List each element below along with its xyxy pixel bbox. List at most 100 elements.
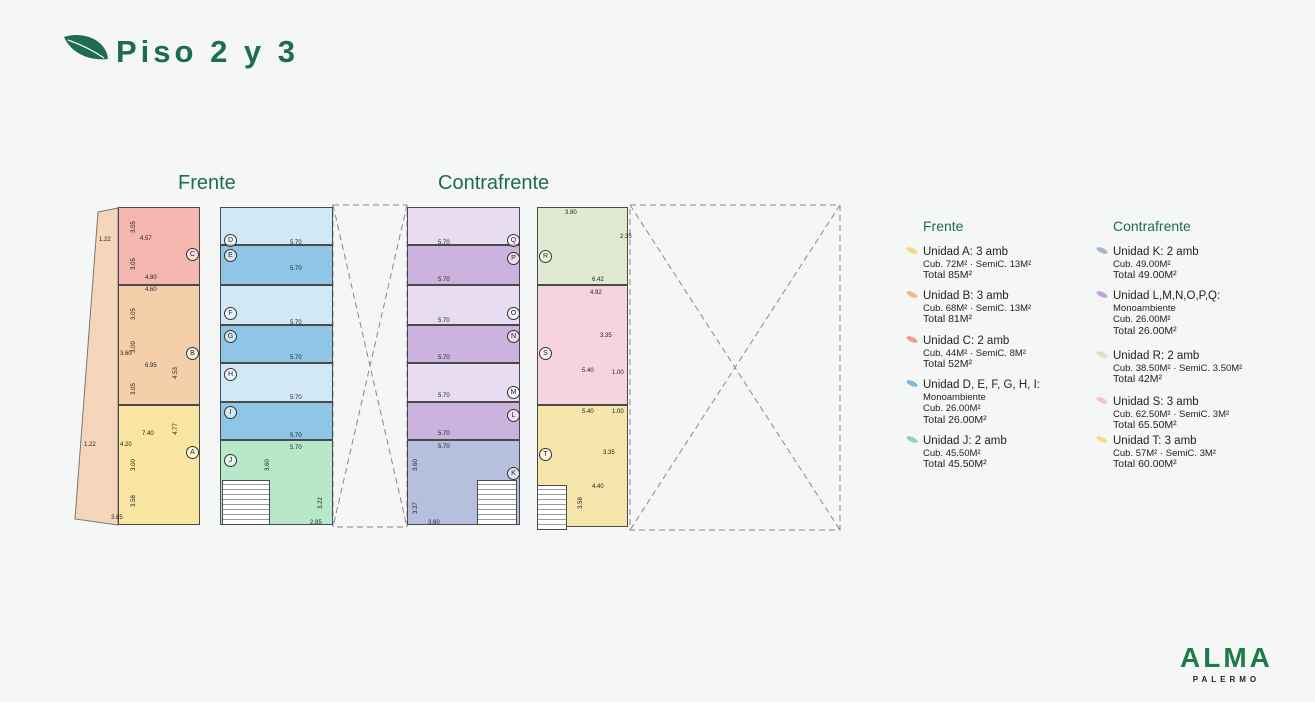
dimension-label: 5.70 bbox=[290, 240, 302, 246]
unit-letter-marker: D bbox=[224, 234, 237, 247]
corridor bbox=[520, 207, 537, 525]
dimension-label: 6.95 bbox=[145, 363, 157, 369]
dimension-label: 4.80 bbox=[145, 275, 157, 281]
dimension-label: 2.35 bbox=[620, 234, 632, 240]
dimension-label: 7.40 bbox=[142, 431, 154, 437]
unit-letter-marker: E bbox=[224, 249, 237, 262]
dimension-label: 5.70 bbox=[438, 393, 450, 399]
dimension-label: 3.60 bbox=[412, 459, 419, 471]
dimension-label: 5.70 bbox=[290, 395, 302, 401]
dimension-label: 5.70 bbox=[438, 318, 450, 324]
unit-area-line: Cub. 38.50M² · SemiC. 3.50M² bbox=[1113, 362, 1243, 374]
legend-heading-frente: Frente bbox=[923, 218, 964, 234]
unit-d bbox=[220, 207, 333, 245]
dimension-label: 4.92 bbox=[590, 290, 602, 296]
unit-letter-marker: M bbox=[507, 386, 520, 399]
dimension-label: 1.00 bbox=[612, 370, 624, 376]
unit-name: Unidad L,M,N,O,P,Q: bbox=[1113, 290, 1221, 302]
unit-area-line: Cub. 62.50M² · SemiC. 3M² bbox=[1113, 408, 1230, 420]
unit-rooms: 3 amb bbox=[1164, 435, 1197, 447]
dimension-label: 3.35 bbox=[600, 333, 612, 339]
unit-letter-marker: C bbox=[186, 248, 199, 261]
unit-area-line: Cub. 72M² · SemiC. 13M² bbox=[923, 258, 1032, 270]
unit-letter-marker: S bbox=[539, 347, 552, 360]
unit-e bbox=[220, 245, 333, 285]
dimension-label: 3.58 bbox=[577, 497, 584, 509]
unit-name: Unidad C: bbox=[923, 335, 975, 347]
logo-sub: PALERMO bbox=[1192, 675, 1261, 684]
unit-rooms: 3 amb bbox=[1166, 396, 1199, 408]
unit-name: Unidad R: bbox=[1113, 350, 1165, 362]
void-patio-2 bbox=[629, 204, 841, 531]
unit-letter-marker: I bbox=[224, 406, 237, 419]
dimension-label: 3.00 bbox=[130, 459, 137, 471]
dimension-label: 3.58 bbox=[130, 495, 137, 507]
unit-rooms: 2 amb bbox=[974, 435, 1007, 447]
dimension-label: 4.53 bbox=[172, 367, 179, 379]
page-title: Piso 2 y 3 bbox=[116, 34, 300, 69]
unit-total: Total 26.00M² bbox=[1113, 324, 1177, 337]
unit-rooms: 2 amb bbox=[1166, 246, 1199, 258]
unit-letter-marker: L bbox=[507, 409, 520, 422]
unit-area-line: Cub. 45.50M² bbox=[923, 447, 981, 459]
dimension-label: 5.70 bbox=[290, 266, 302, 272]
stairwell bbox=[477, 480, 517, 525]
unit-area-line: Monoambiente bbox=[1113, 302, 1176, 314]
unit-l bbox=[407, 402, 520, 440]
unit-name: Unidad A: bbox=[923, 246, 973, 258]
unit-letter-marker: Q bbox=[507, 234, 520, 247]
section-label-contrafrente: Contrafrente bbox=[438, 172, 550, 194]
dimension-label: 3.05 bbox=[130, 221, 137, 233]
dimension-label: 4.77 bbox=[172, 423, 179, 435]
dimension-label: 4.60 bbox=[145, 287, 157, 293]
dimension-label: 1.22 bbox=[84, 442, 96, 448]
dimension-label: 5.70 bbox=[438, 240, 450, 246]
unit-total: Total 26.00M² bbox=[923, 413, 987, 426]
balcony-strip bbox=[74, 207, 119, 526]
dimension-label: 5.70 bbox=[290, 445, 302, 451]
unit-letter-marker: N bbox=[507, 330, 520, 343]
unit-area-line: Cub. 68M² · SemiC. 13M² bbox=[923, 302, 1032, 314]
unit-total: Total 60.00M² bbox=[1113, 458, 1177, 470]
dimension-label: 3.60 bbox=[428, 520, 440, 526]
stairwell bbox=[222, 480, 270, 525]
stairwell bbox=[537, 485, 567, 530]
unit-letter-marker: R bbox=[539, 250, 552, 263]
dimension-label: 5.70 bbox=[290, 355, 302, 361]
unit-area-line: Cub. 26.00M² bbox=[923, 403, 981, 414]
unit-letter-marker: J bbox=[224, 454, 237, 467]
unit-letter-marker: P bbox=[507, 252, 520, 265]
unit-p bbox=[407, 245, 520, 285]
unit-g bbox=[220, 325, 333, 363]
dimension-label: 5.40 bbox=[582, 368, 594, 374]
dimension-label: 5.40 bbox=[582, 409, 594, 415]
unit-total: Total 81M² bbox=[923, 313, 973, 325]
logo-name: ALMA bbox=[1180, 642, 1273, 673]
unit-area-line: Cub. 26.00M² bbox=[1113, 314, 1171, 325]
dimension-label: 3.60 bbox=[264, 459, 271, 471]
dimension-label: 3.85 bbox=[111, 515, 123, 521]
unit-letter-marker: K bbox=[507, 467, 520, 480]
unit-b bbox=[118, 285, 200, 405]
legend-heading-contrafrente: Contrafrente bbox=[1113, 218, 1191, 234]
unit-rooms: 3 amb bbox=[976, 246, 1009, 258]
unit-name: Unidad J: bbox=[923, 435, 972, 447]
dimension-label: 1.22 bbox=[99, 237, 111, 243]
unit-name: Unidad S: bbox=[1113, 396, 1164, 408]
dimension-label: 3.80 bbox=[565, 210, 577, 216]
dimension-label: 3.22 bbox=[317, 497, 324, 509]
unit-area-line: Cub. 49.00M² bbox=[1113, 258, 1171, 270]
dimension-label: 5.70 bbox=[438, 355, 450, 361]
dimension-label: 3.37 bbox=[412, 502, 419, 514]
unit-name: Unidad D, E, F, G, H, I: bbox=[923, 379, 1040, 391]
unit-n bbox=[407, 325, 520, 363]
